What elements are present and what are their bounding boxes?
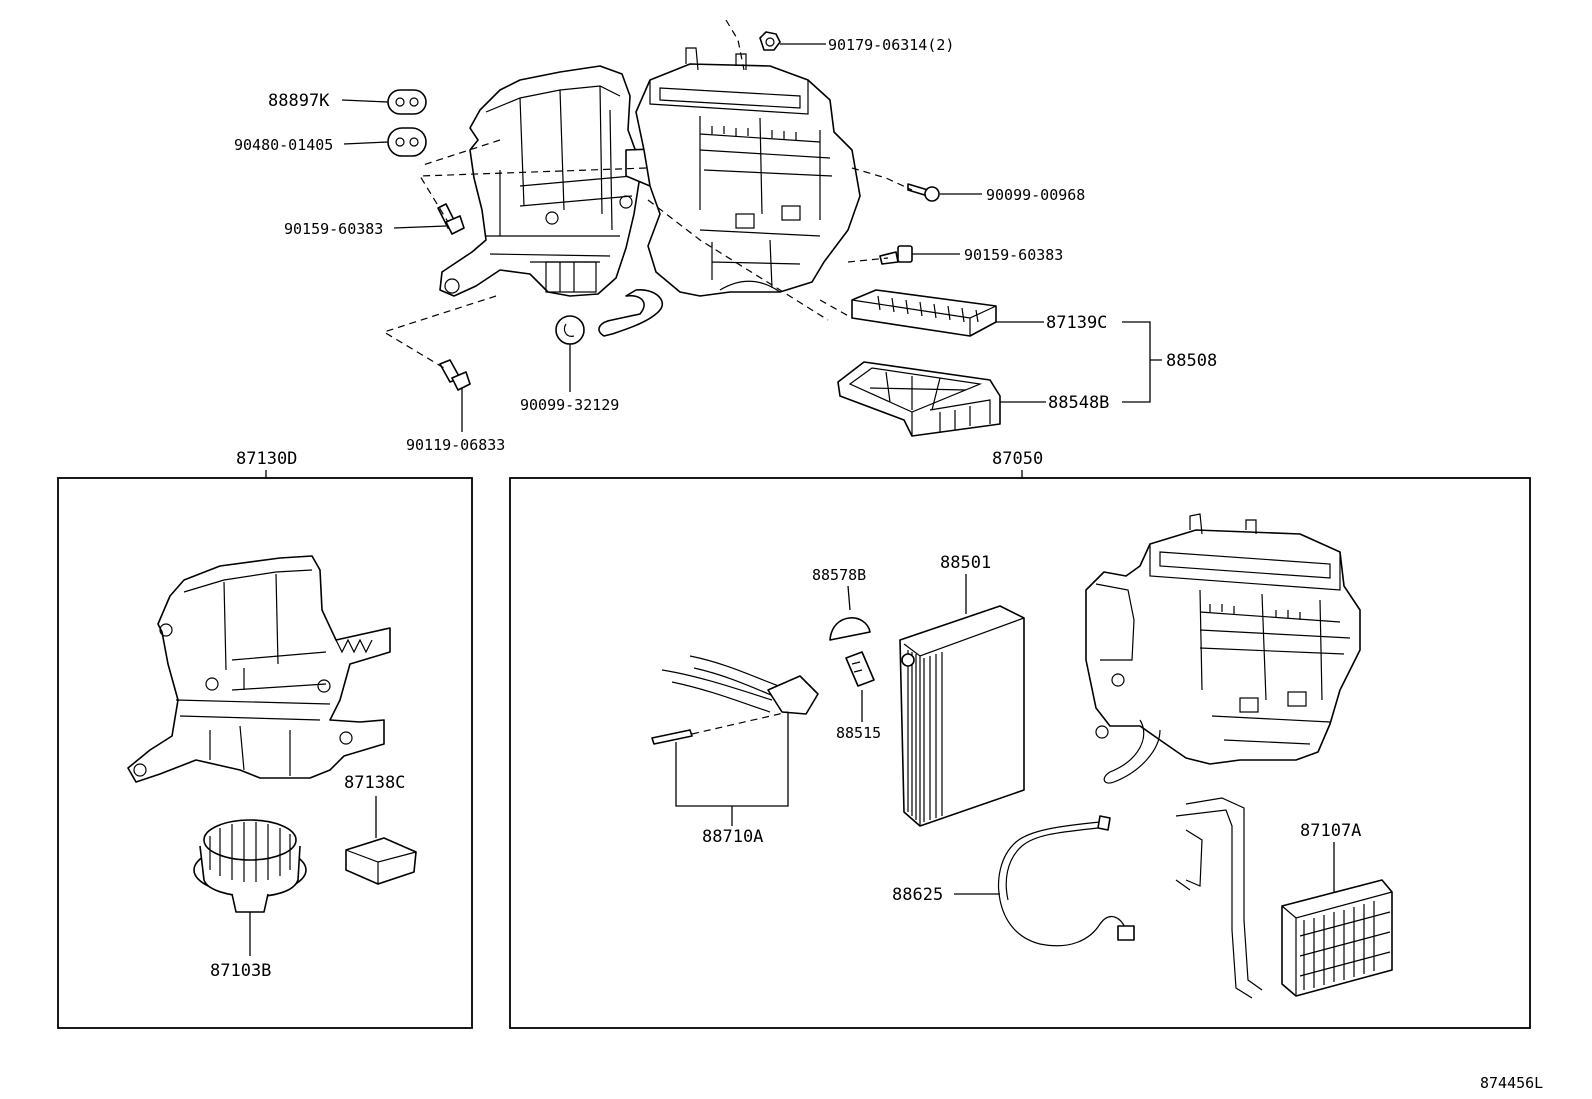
box-87130D <box>57 477 473 1029</box>
label-87050: 87050 <box>992 449 1043 469</box>
label-90480-01405: 90480-01405 <box>234 136 333 154</box>
resistor-87138C <box>345 837 417 885</box>
fastener-90179 <box>759 31 781 51</box>
box-87050 <box>509 477 1531 1029</box>
clip-90099-32129 <box>555 315 585 345</box>
valve-88515 <box>845 651 875 687</box>
cap-88578B <box>829 617 871 641</box>
blower-housing-87130D <box>127 555 391 783</box>
label-90119-06833: 90119-06833 <box>406 436 505 454</box>
screw-90099-00968 <box>907 183 940 202</box>
heater-unit-assembly <box>439 19 861 337</box>
label-87103B: 87103B <box>210 961 271 981</box>
filter-87139C <box>851 289 997 337</box>
label-88548B: 88548B <box>1048 393 1109 413</box>
label-87138C: 87138C <box>344 773 405 793</box>
label-87130D: 87130D <box>236 449 297 469</box>
filter-case-88548B <box>837 361 1001 437</box>
reference-code: 874456L <box>1480 1074 1543 1092</box>
label-90159-60383-left: 90159-60383 <box>284 220 383 238</box>
grommet-88897K <box>387 89 427 115</box>
label-88897K: 88897K <box>268 91 330 111</box>
label-90099-32129: 90099-32129 <box>520 396 619 414</box>
heater-case-87050 <box>1085 513 1361 784</box>
heater-core-87107A <box>1175 797 1393 999</box>
label-88508: 88508 <box>1166 351 1217 371</box>
bolt-90159-right <box>879 245 913 265</box>
evaporator-88501 <box>899 605 1025 827</box>
bolt-90119 <box>439 359 471 391</box>
label-88515: 88515 <box>836 724 881 742</box>
label-87107A: 87107A <box>1300 821 1361 841</box>
tube-88710A <box>651 655 819 745</box>
blower-motor-87103B <box>193 819 307 913</box>
label-88625: 88625 <box>892 885 943 905</box>
label-88578B: 88578B <box>812 566 866 584</box>
label-90159-60383-right: 90159-60383 <box>964 246 1063 264</box>
harness-88625 <box>997 815 1135 947</box>
label-88501: 88501 <box>940 553 991 573</box>
bolt-90159-left <box>437 203 465 235</box>
label-87139C: 87139C <box>1046 313 1107 333</box>
label-90099-00968: 90099-00968 <box>986 186 1085 204</box>
label-90179: 90179-06314(2) <box>828 36 954 54</box>
label-88710A: 88710A <box>702 827 763 847</box>
grommet-90480 <box>387 127 427 157</box>
